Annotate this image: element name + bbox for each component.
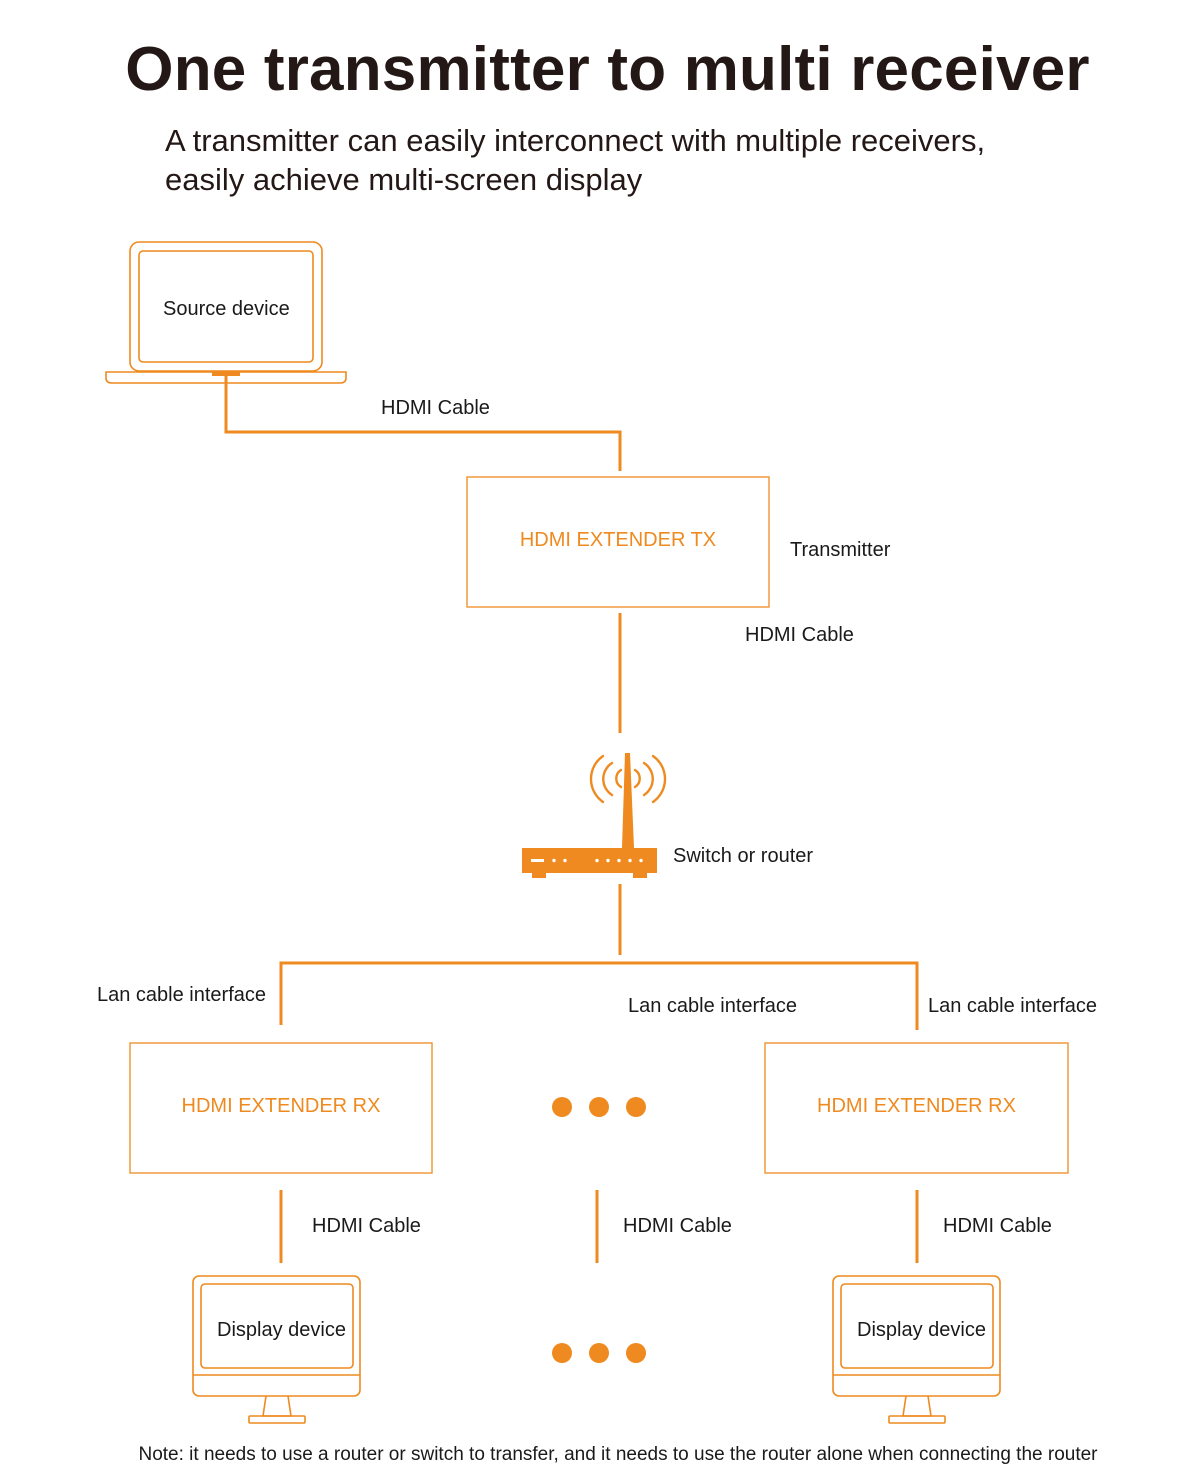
lan-branch-line	[279, 961, 919, 1030]
subtitle-line-2: easily achieve multi-screen display	[165, 162, 643, 197]
laptop-port	[212, 372, 240, 376]
tx-box	[466, 476, 770, 608]
tx-box-label: HDMI EXTENDER TX	[519, 529, 717, 551]
footer-note: Note: it needs to use a router or switch…	[138, 1444, 1098, 1465]
laptop-icon	[105, 241, 347, 384]
lan-label-middle: Lan cable interface	[628, 995, 798, 1017]
hdmi-cable-label-middle: HDMI Cable	[623, 1215, 732, 1237]
ellipsis-dots-icon	[552, 1097, 646, 1117]
wifi-signal-icon	[589, 754, 667, 804]
display-device-label-right: Display device	[857, 1319, 986, 1341]
lan-label-left: Lan cable interface	[97, 984, 267, 1006]
rx-box-label-right: HDMI EXTENDER RX	[817, 1095, 1016, 1117]
monitor-icon	[832, 1275, 1001, 1424]
display-device-label-left: Display device	[217, 1319, 346, 1341]
hdmi-cable-label-tx: HDMI Cable	[745, 624, 854, 646]
page-title: One transmitter to multi receiver	[125, 35, 1090, 104]
router-label: Switch or router	[673, 845, 814, 867]
hdmi-cable-label-right: HDMI Cable	[943, 1215, 1052, 1237]
router-icon	[522, 753, 657, 878]
monitor-icon	[192, 1275, 361, 1424]
lan-label-right: Lan cable interface	[928, 995, 1098, 1017]
subtitle-line-1: A transmitter can easily interconnect wi…	[165, 123, 986, 158]
hdmi-cable-label-left: HDMI Cable	[312, 1215, 421, 1237]
source-device-label: Source device	[163, 298, 290, 320]
ellipsis-dots-icon	[552, 1343, 646, 1363]
transmitter-label: Transmitter	[790, 539, 891, 561]
rx-box-right	[764, 1042, 1069, 1174]
rx-box-left	[129, 1042, 433, 1174]
hdmi-cable-label-source: HDMI Cable	[381, 397, 490, 419]
page-subtitle: A transmitter can easily interconnect wi…	[165, 121, 1125, 199]
cable-source-to-tx	[224, 374, 622, 471]
rx-box-label-left: HDMI EXTENDER RX	[181, 1095, 381, 1117]
